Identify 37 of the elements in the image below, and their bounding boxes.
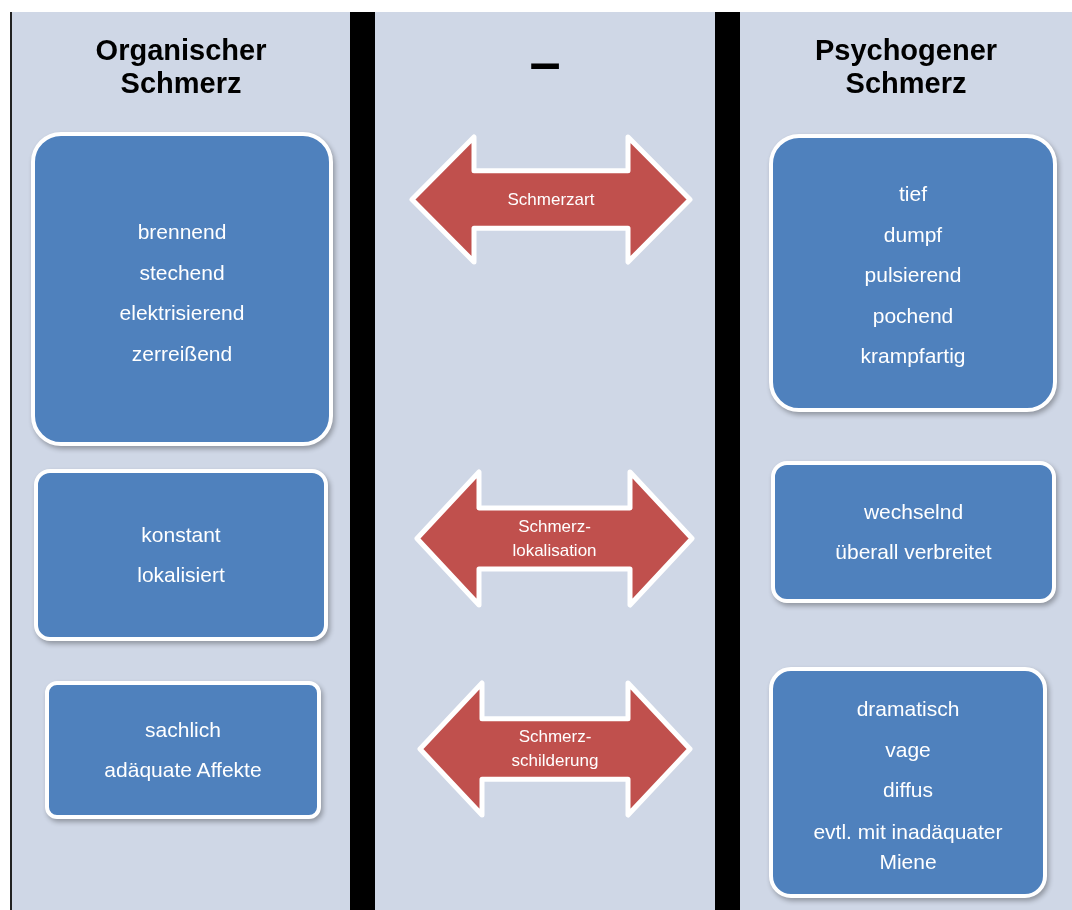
box-text: sachlich [145,716,221,743]
box-text: zerreißend [131,340,233,367]
box-text: evtl. mit inadäquater Miene [812,818,1004,875]
box-text: vage [885,736,931,763]
box-text: dumpf [883,221,943,248]
column-heading: Organischer Schmerz [94,34,268,100]
box-text: pochend [872,302,954,329]
double-arrow-shape [420,683,690,815]
box-text: krampfartig [860,343,966,369]
box-text: dramatisch [856,696,960,722]
box-text: wechselnd [863,498,964,525]
box-text: überall verbreitet [835,539,992,565]
text-box [771,461,1056,603]
box-text: brennend [137,219,227,245]
text-box [34,469,328,641]
column-heading: – [528,34,562,90]
box-text: konstant [141,521,221,548]
box-text: pulsierend [864,262,962,288]
box-text: adäquate Affekte [104,757,262,783]
column-band [350,12,740,910]
double-arrow-shape [412,137,690,262]
column-band [10,12,350,910]
arrow-text: Schmerz- schilderung [510,726,600,772]
box-text: lokalisiert [137,562,225,588]
box-text: diffus [883,777,933,803]
text-box [769,667,1047,898]
text-box [31,132,333,446]
arrow-text: Schmerz- lokalisation [511,515,598,562]
box-text: stechend [139,259,225,286]
text-box [45,681,321,819]
box-text: tief [899,181,927,207]
text-box [769,134,1057,412]
double-arrow-shape [417,472,692,605]
column-band [740,12,1072,910]
column-heading: Psychogener Schmerz [813,34,999,100]
box-text: elektrisierend [119,300,245,326]
arrow-text: Schmerzart [506,188,596,211]
